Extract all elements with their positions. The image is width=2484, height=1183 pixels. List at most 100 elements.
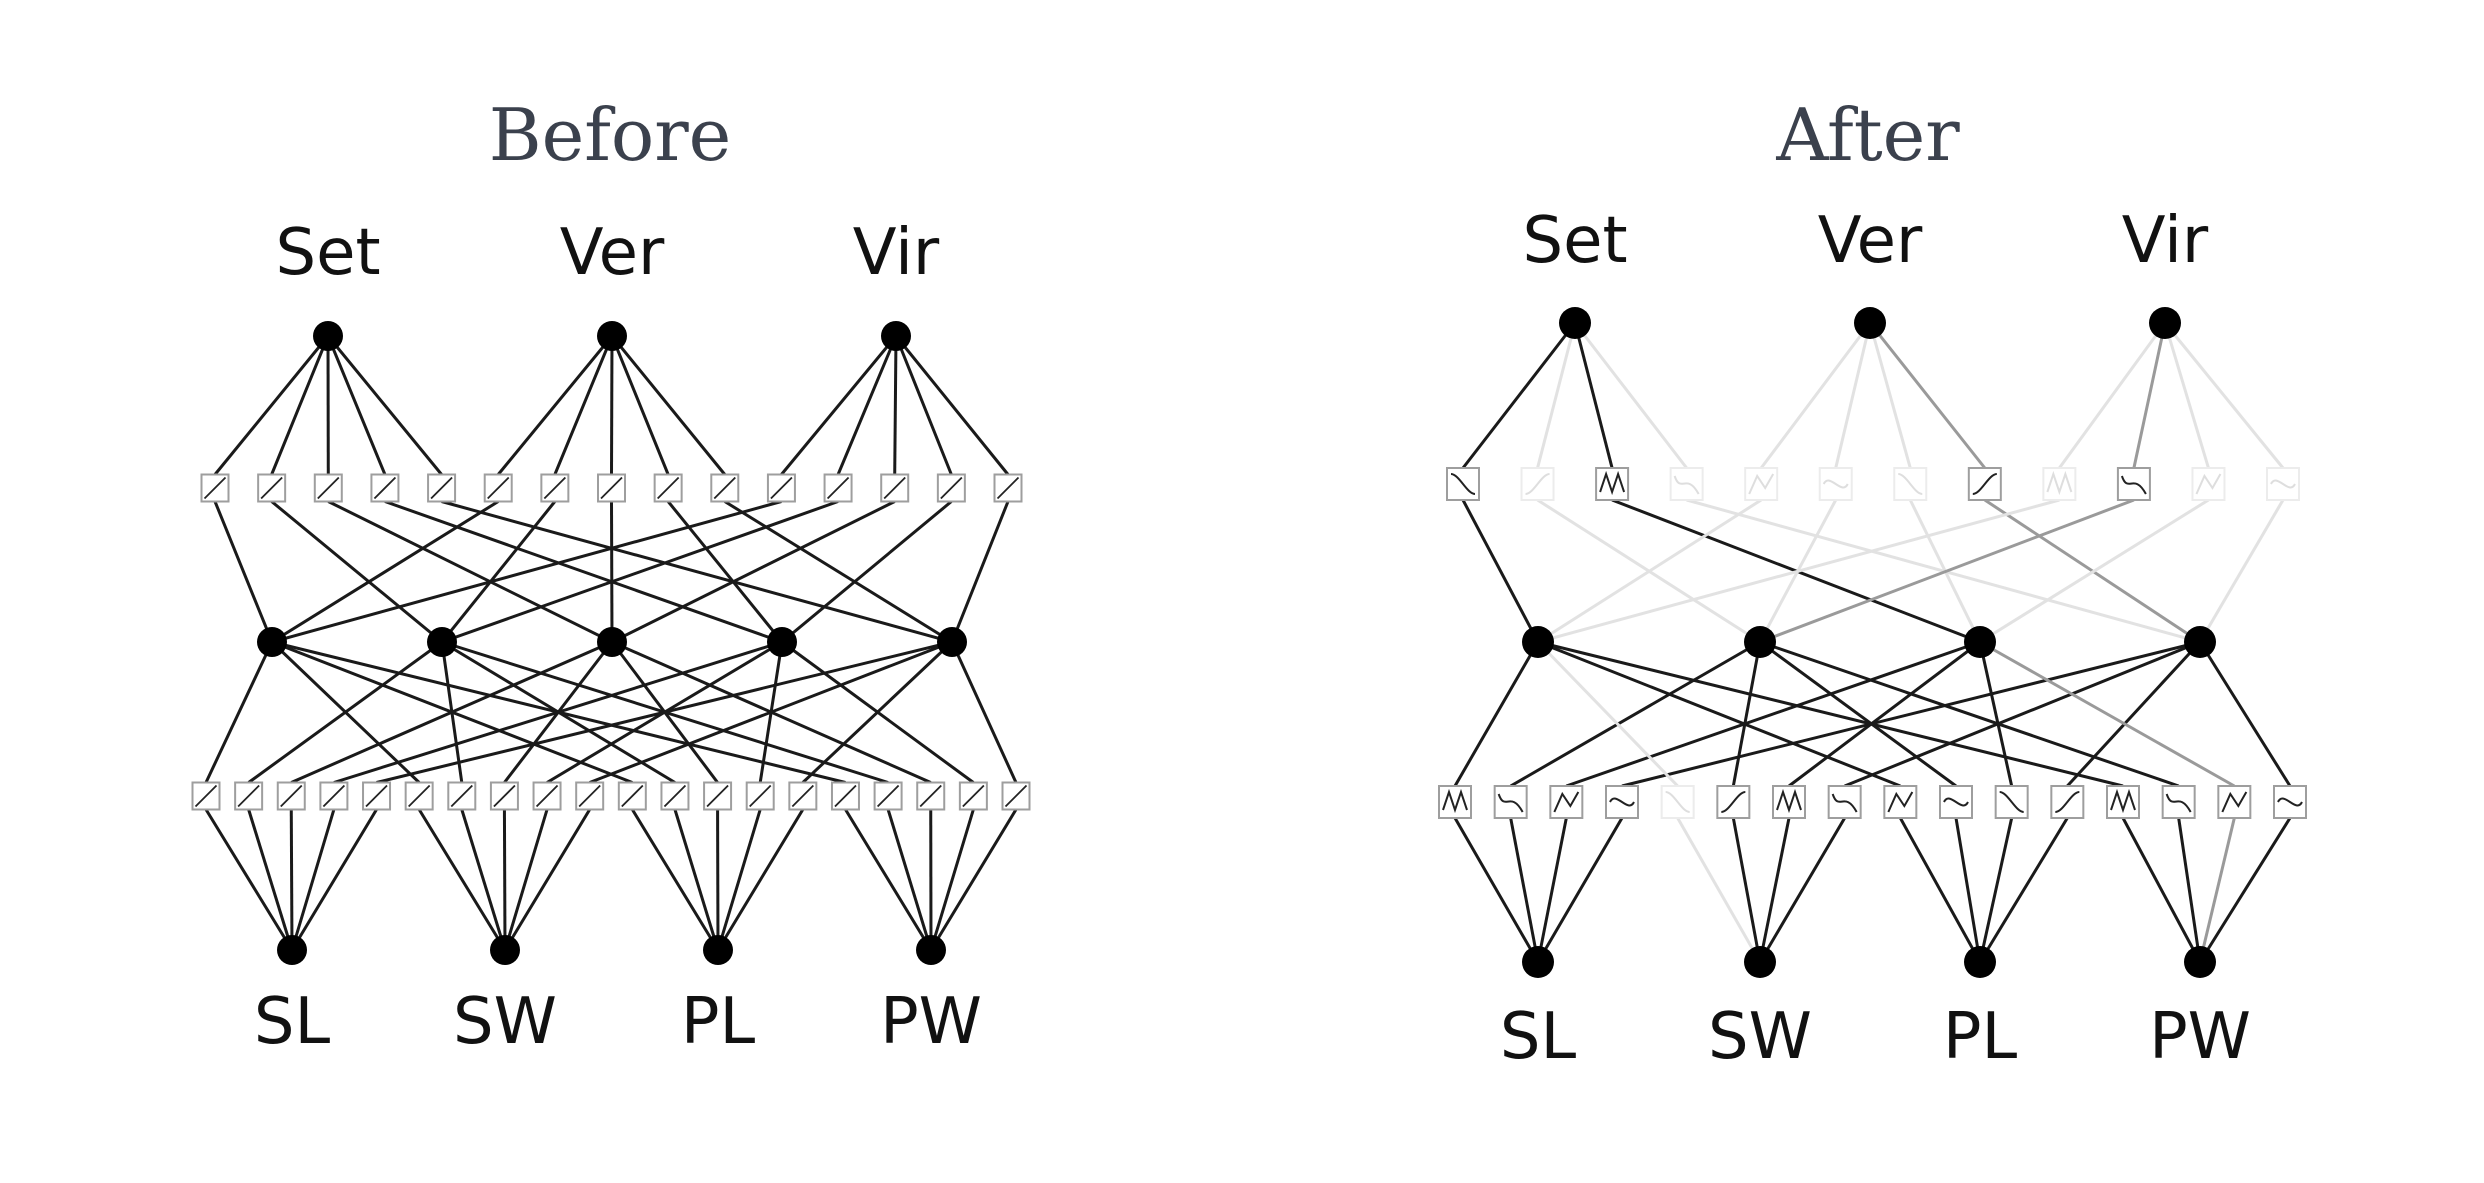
after-edge-act-to-hidden <box>1979 498 2210 644</box>
after-hidden-node <box>1522 626 1554 658</box>
before-activation-curve <box>996 476 1020 500</box>
before-edge-act-to-input <box>502 809 507 951</box>
after-edge-output-to-act <box>2163 322 2210 469</box>
after-input-node <box>1744 946 1776 978</box>
before-hidden-node <box>257 627 287 657</box>
after-edge-act-to-hidden <box>1537 498 1762 644</box>
after-activation-curve-bottom <box>2277 797 2303 807</box>
before-activation-curve <box>578 784 601 808</box>
after-edge-output-to-act <box>1868 322 1912 469</box>
after-edge-hidden-to-act <box>1759 640 1957 788</box>
after-edge-act-to-hidden <box>1759 498 2135 644</box>
after-nodes <box>1522 307 2216 978</box>
after-edge-hidden-to-act <box>1453 641 1540 787</box>
after-activation-curve-bottom <box>2055 791 2080 813</box>
before-activation-curve <box>1004 784 1028 808</box>
before-edge-hidden-to-act <box>271 640 633 784</box>
after-activation-curve-top <box>1673 475 1700 495</box>
after-edge-hidden-to-act <box>1565 640 1981 788</box>
after-edge-act-to-input <box>1731 817 1762 963</box>
before-edge-output-to-act <box>326 335 443 476</box>
before-edge-act-to-hidden <box>441 500 839 644</box>
after-edge-hidden-to-act <box>1844 640 2201 788</box>
before-activation-curve <box>203 476 227 500</box>
before-activation-curve <box>194 784 218 808</box>
after-activation-curve-top <box>2046 470 2073 496</box>
after-activation-curve-top <box>1898 473 1923 495</box>
after-edge-act-to-input <box>1758 817 1791 963</box>
before-edge-act-to-hidden <box>440 500 557 643</box>
after-activation-curve-bottom <box>1999 791 2024 813</box>
after-edge-hidden-to-act <box>1759 640 2180 788</box>
after-input-node <box>2184 946 2216 978</box>
before-edge-act-to-input <box>844 808 933 951</box>
before-title: Before <box>489 93 732 177</box>
after-output-label-ver: Ver <box>1818 204 1923 278</box>
before-activation-curve <box>749 784 772 808</box>
after-activation-curve-top <box>2195 473 2222 495</box>
after-edge-hidden-to-act <box>1788 640 1981 788</box>
after-edge-act-to-input <box>1978 817 2014 963</box>
before-edge-output-to-act <box>497 335 614 476</box>
before-edge-act-to-hidden <box>610 501 614 643</box>
before-activation-curve <box>706 784 729 808</box>
after-edge-act-to-input <box>1899 817 1982 963</box>
before-edge-hidden-to-act <box>781 640 975 784</box>
after-activation-curve-bottom <box>1609 797 1635 807</box>
before-hidden-node <box>597 627 627 657</box>
after-activation-curve-top <box>1972 473 1998 495</box>
after-edge-act-to-input <box>1676 817 1762 963</box>
before-output-label-ver: Ver <box>560 216 665 290</box>
after-edge-output-to-act <box>2163 322 2285 469</box>
before-edge-output-to-act <box>894 335 953 476</box>
after-activation-curve-bottom <box>2165 793 2192 813</box>
after-edge-act-to-input <box>2177 817 2202 963</box>
before-activation-curve <box>791 784 814 808</box>
after-output-node <box>2149 307 2181 339</box>
before-output-label-vir: Vir <box>853 216 940 290</box>
after-edge-output-to-act <box>1573 322 1688 469</box>
after-activation-curve-bottom <box>1943 797 1969 807</box>
after-edge-hidden-to-act <box>1621 640 2201 788</box>
after-activation-curve-top <box>1525 473 1550 495</box>
before-activation-curve <box>260 476 283 500</box>
after-edge-act-to-input <box>1954 817 1982 963</box>
before-edge-act-to-input <box>417 808 507 951</box>
after-activation-boxes <box>1438 467 2307 819</box>
after-edge-act-to-input <box>2121 817 2202 963</box>
before-edge-act-to-input <box>716 809 762 951</box>
after-activation-curve-bottom <box>1497 793 1524 813</box>
before-activation-curve <box>535 784 559 808</box>
before-activation-curve <box>876 784 900 808</box>
before-edge-hidden-to-act <box>270 640 421 784</box>
before-edge-act-to-hidden <box>327 500 613 644</box>
before-edge-hidden-to-act <box>611 640 932 784</box>
before-edge-act-to-hidden <box>384 500 783 644</box>
after-edge-output-to-act <box>1536 322 1577 469</box>
after-activation-box-bottom <box>2106 785 2140 819</box>
after-activation-curve-top <box>2120 475 2147 495</box>
before-edge-act-to-hidden <box>271 500 500 644</box>
after-edge-hidden-to-act <box>1978 641 2014 787</box>
after-edge-hidden-to-act <box>1509 640 1761 788</box>
after-input-label-sl: SL <box>1500 1000 1577 1074</box>
before-hidden-node <box>767 627 797 657</box>
after-activation-curve-top <box>1822 479 1849 489</box>
before-activation-curve <box>663 784 687 808</box>
after-panel: After Set Ver Vir SL SW PL PW <box>1438 93 2307 1074</box>
after-input-label-sw: SW <box>1708 1000 1812 1074</box>
before-input-label-pw: PW <box>880 985 982 1059</box>
after-edge-hidden-to-act <box>2198 641 2292 787</box>
after-edge-output-to-act <box>2058 322 2167 469</box>
before-input-label-sl: SL <box>254 985 331 1059</box>
after-edge-output-to-act <box>1573 322 1614 469</box>
before-edge-act-to-input <box>886 809 933 951</box>
before-activation-curve <box>713 476 736 500</box>
before-edge-output-to-act <box>326 335 387 476</box>
after-edge-output-to-act <box>1759 322 1872 469</box>
after-activation-box-bottom <box>1549 785 1584 819</box>
after-edge-hidden-to-act <box>2066 640 2202 788</box>
before-edge-hidden-to-act <box>441 640 889 784</box>
after-edge-act-to-hidden <box>2198 499 2285 643</box>
before-activation-curve <box>365 784 388 808</box>
